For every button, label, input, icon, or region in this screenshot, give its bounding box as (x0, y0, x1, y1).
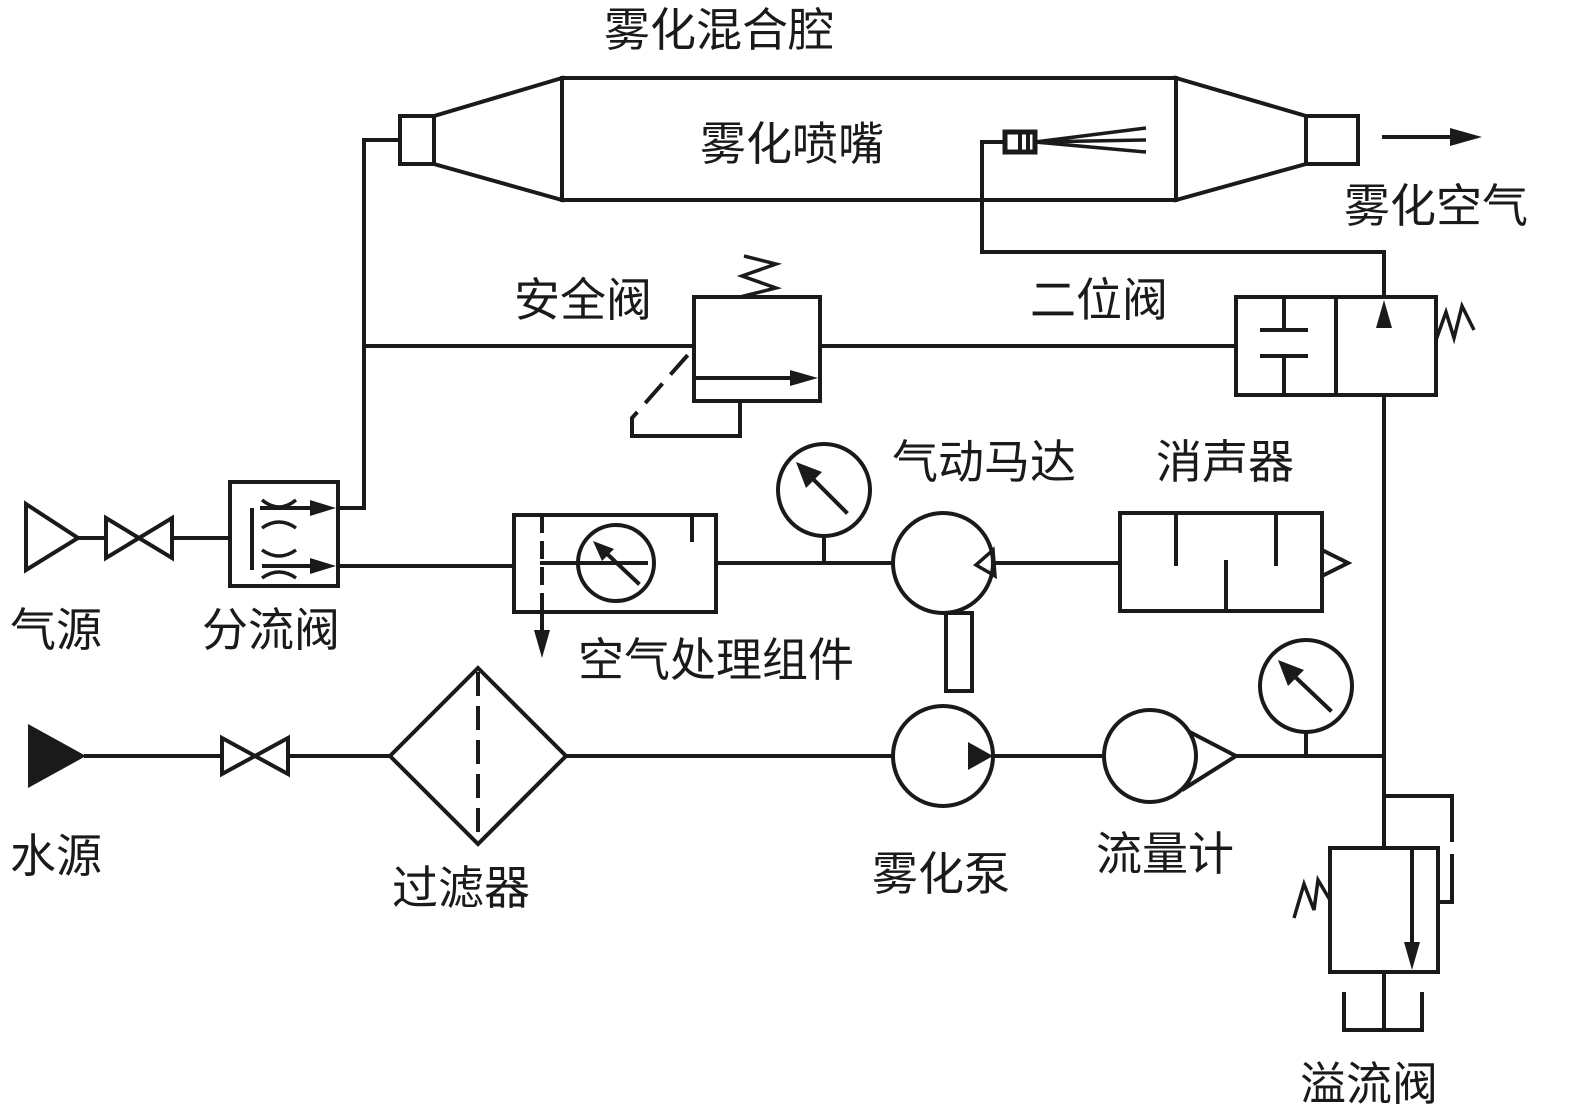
flow-meter (1102, 708, 1241, 804)
label-muffler: 消声器 (1156, 435, 1294, 489)
label-water-source: 水源 (10, 829, 102, 883)
air-treatment-unit (512, 513, 718, 658)
air-motor (891, 511, 997, 693)
label-atomized-air: 雾化空气 (1344, 179, 1528, 233)
label-atomizing-pump: 雾化泵 (872, 847, 1010, 901)
air-shutoff-valve-icon[interactable] (104, 514, 174, 562)
air-source-icon (24, 500, 108, 574)
muffler (1118, 511, 1353, 613)
two-position-valve (1234, 295, 1476, 397)
label-overflow-valve: 溢流阀 (1300, 1057, 1438, 1111)
label-air-motor: 气动马达 (892, 435, 1076, 489)
pressure-gauge-icon (1258, 638, 1354, 758)
label-flow-meter: 流量计 (1096, 827, 1234, 881)
label-nozzle: 雾化喷嘴 (700, 117, 884, 171)
atomizing-pump (891, 704, 995, 808)
atomizing-nozzle-icon (980, 126, 1386, 1032)
pressure-gauge-icon (776, 442, 872, 565)
water-shutoff-valve-icon[interactable] (220, 734, 290, 778)
overflow-valve (1292, 794, 1454, 1032)
label-filter: 过滤器 (392, 861, 530, 915)
label-air-treatment-unit: 空气处理组件 (578, 633, 854, 687)
label-flow-divider: 分流阀 (202, 603, 340, 657)
label-safety-valve: 安全阀 (514, 273, 652, 327)
flow-divider-valve (228, 480, 340, 588)
filter (387, 665, 569, 847)
label-mixing-chamber: 雾化混合腔 (604, 3, 834, 57)
label-air-source: 气源 (10, 603, 102, 657)
safety-valve (630, 254, 822, 438)
mixing-chamber (398, 75, 1360, 203)
water-source-icon (28, 724, 86, 788)
label-two-position-valve: 二位阀 (1030, 273, 1168, 327)
air-line-to-chamber (336, 138, 402, 510)
outlet-arrow-icon (1382, 128, 1482, 146)
